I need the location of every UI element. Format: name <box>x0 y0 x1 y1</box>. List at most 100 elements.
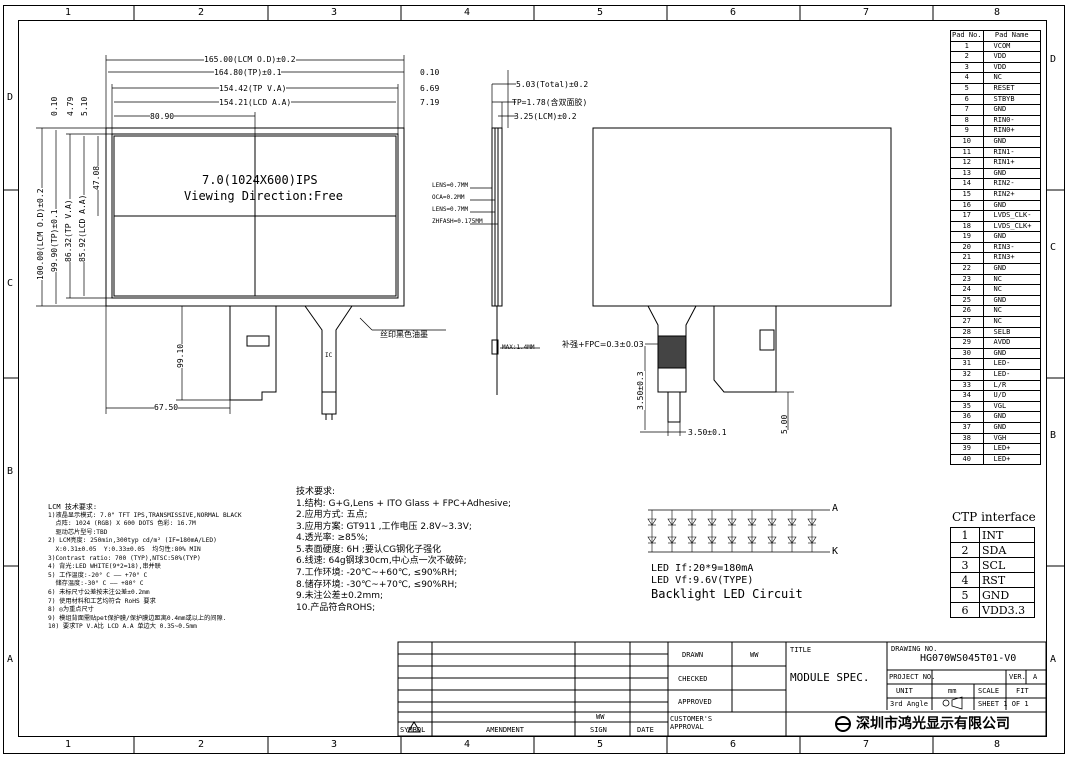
dim-right-719: 7.19 <box>420 98 440 107</box>
led-diode-icon <box>767 536 777 544</box>
pad-number: 36 <box>950 411 984 423</box>
pad-name: GND <box>982 263 1042 275</box>
pad-name: LED+ <box>982 453 1042 466</box>
pad-number: 8 <box>950 114 984 127</box>
company-logo-icon <box>835 716 851 732</box>
title-label: TITLE <box>790 646 812 654</box>
dim-tp-thickness: TP=1.78(含双面胶) <box>512 98 588 107</box>
pad-name: RIN2+ <box>982 188 1042 201</box>
tech-notes: 技术要求: 1.结构: G+G,Lens + ITO Glass + FPC+A… <box>296 487 511 614</box>
led-diode-icon <box>807 536 817 544</box>
pad-number: 35 <box>950 400 984 413</box>
ctp-pin-name: SCL <box>979 557 1035 573</box>
pad-name: VDD <box>982 51 1042 63</box>
column-ticks <box>133 5 934 753</box>
pad-name: RIN0- <box>982 114 1042 127</box>
company-name: 深圳市鸿光显示有限公司 <box>856 716 1010 732</box>
tech-note-line: 3.应用方案: GT911 ,工作电压 2.8V~3.3V; <box>296 521 472 532</box>
lcm-note-line: 9) 模组背面需贴pet保护膜/保护膜边距离0.4mm或以上的间隙. <box>48 614 227 622</box>
led-diode-icon <box>707 536 717 544</box>
side-view-dims <box>470 70 540 349</box>
pad-name: LED+ <box>982 443 1042 455</box>
ctp-pin-number: 2 <box>950 542 980 558</box>
pad-number: 17 <box>950 210 984 222</box>
pad-number: 13 <box>950 167 984 180</box>
sign-header: SIGN <box>590 726 607 734</box>
led-diode-icon <box>727 518 737 526</box>
tech-note-line: 10.产品符合ROHS; <box>296 602 376 613</box>
pad-name: RIN0+ <box>982 125 1042 137</box>
tech-notes-title: 技术要求: <box>296 487 336 497</box>
pad-name: AVDD <box>982 337 1042 349</box>
col-label: 7 <box>863 7 870 18</box>
pad-name: NC <box>982 316 1042 328</box>
pad-name: NC <box>982 72 1042 84</box>
drawn-label: DRAWN <box>682 651 704 659</box>
ctp-pin-name: INT <box>979 527 1035 543</box>
tech-note-line: 5.表面硬度: 6H ;要认CG钢化子强化 <box>296 544 442 555</box>
row-label: C <box>1050 242 1057 253</box>
pad-name: GND <box>982 199 1042 212</box>
pad-number: 25 <box>950 294 984 307</box>
pad-number: 31 <box>950 358 984 370</box>
silk-ink-note: 丝印黑色油墨 <box>380 330 428 339</box>
pad-number: 23 <box>950 273 984 286</box>
dim-67-50: 67.50 <box>154 403 179 412</box>
pad-name: GND <box>982 421 1042 434</box>
pad-number: 34 <box>950 390 984 402</box>
pad-name: GND <box>982 231 1042 243</box>
pad-header-cell: Pad No. <box>950 30 984 42</box>
col-label: 6 <box>730 7 737 18</box>
pad-number: 4 <box>950 72 984 84</box>
pad-name: GND <box>982 294 1042 307</box>
led-diode-icon <box>707 518 717 526</box>
approved-label: APPROVED <box>678 698 712 706</box>
dim-lcm-width: 165.00(LCM O.D)±0.2 <box>204 55 296 64</box>
revision-sign: WW <box>596 713 605 721</box>
pad-name: NC <box>982 305 1042 318</box>
led-diode-icon <box>807 518 817 526</box>
project-no-label: PROJECT NO. <box>889 673 936 681</box>
pad-name: LED- <box>982 369 1042 381</box>
col-label: 3 <box>331 739 338 750</box>
led-vf-label: LED Vf:9.6V(TYPE) <box>651 575 754 586</box>
pad-number: 26 <box>950 305 984 318</box>
dim-left-479: 4.79 <box>66 96 75 116</box>
title-value: MODULE SPEC. <box>790 671 870 684</box>
unit-value: mm <box>948 687 957 695</box>
col-label: 7 <box>863 739 870 750</box>
amendment-header: AMENDMENT <box>486 726 524 734</box>
pad-number: 27 <box>950 316 984 328</box>
pad-number: 19 <box>950 231 984 243</box>
lcm-note-line: 点阵: 1024 (RGB) X 600 DOTS 色彩: 16.7M <box>48 520 196 528</box>
col-label: 5 <box>597 7 604 18</box>
ctp-pin-number: 4 <box>950 572 980 588</box>
dim-right-010: 0.10 <box>420 68 440 77</box>
checked-label: CHECKED <box>678 675 708 683</box>
dim-lcm-thickness: 3.25(LCM)±0.2 <box>514 112 577 121</box>
projection-label: 3rd Angle <box>890 700 928 708</box>
led-diode-icon <box>747 518 757 526</box>
led-diode-icon <box>767 518 777 526</box>
scale-value: FIT <box>1016 687 1029 695</box>
dim-tp-height: 99.90(TP)±0.1 <box>50 209 59 272</box>
